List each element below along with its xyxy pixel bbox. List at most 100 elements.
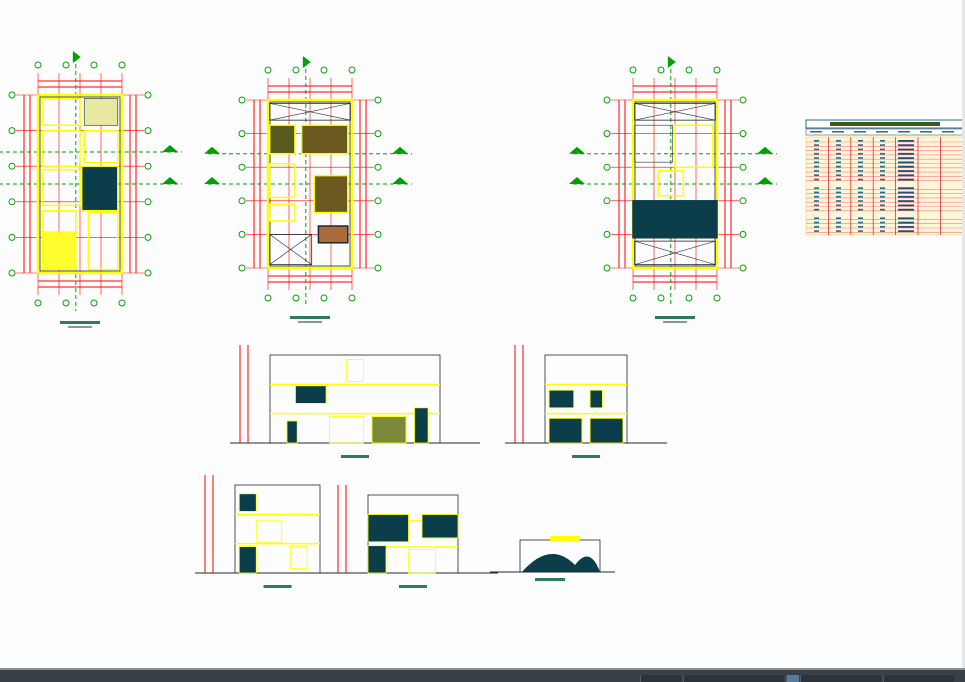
table-cell	[898, 170, 914, 172]
grid-bubble	[34, 299, 42, 307]
table-cell	[814, 157, 819, 159]
table-cell	[814, 178, 819, 181]
grid-bubble	[8, 127, 16, 135]
drawing-title-bar	[290, 316, 330, 319]
room	[41, 97, 81, 127]
table-cell	[880, 226, 885, 228]
section-arrow-icon	[757, 177, 773, 184]
table-cell	[880, 208, 885, 211]
table-cell	[858, 152, 863, 155]
table-cell	[814, 217, 819, 219]
table-cell	[836, 148, 841, 151]
cad-drawing-canvas[interactable]	[0, 0, 965, 668]
grid-bubble	[8, 162, 16, 170]
table-cell	[836, 170, 841, 172]
table-cell	[814, 230, 819, 232]
table-cell	[814, 140, 819, 142]
table-cell	[814, 221, 819, 224]
exterior-wall	[36, 93, 124, 275]
table-header-cell	[810, 131, 822, 133]
table-cell	[814, 148, 819, 151]
cross-section-2	[328, 485, 498, 588]
status-bar-button[interactable]	[640, 675, 681, 682]
drawing-title-bar	[572, 455, 600, 458]
drawing-title-bar	[341, 455, 369, 458]
grid-bubble	[629, 66, 637, 74]
table-cell	[814, 152, 819, 155]
table-cell	[898, 221, 914, 224]
table-cell	[898, 140, 914, 142]
room	[674, 124, 714, 168]
table-cell	[898, 174, 914, 177]
scrollbar-right[interactable]	[962, 0, 965, 668]
status-bar-button[interactable]	[683, 675, 784, 682]
table-cell	[898, 195, 914, 198]
table-title	[830, 122, 940, 126]
section-arrow-icon	[162, 177, 178, 184]
grid-bubble	[8, 91, 16, 99]
exterior-wall	[266, 98, 354, 270]
status-bar-button[interactable]	[883, 675, 954, 682]
section-arrow-icon	[392, 177, 408, 184]
building-element	[346, 358, 364, 382]
grid-bubble	[118, 61, 126, 69]
table-cell	[858, 140, 863, 142]
table-header-cell	[942, 131, 954, 133]
terrain-fill	[522, 554, 600, 572]
room	[268, 203, 296, 222]
section-arrow-icon	[204, 146, 220, 154]
table-cell	[814, 208, 819, 211]
grid-bubble	[685, 294, 693, 302]
room	[41, 169, 81, 207]
table-cell	[880, 191, 885, 194]
room	[268, 124, 296, 155]
building-element	[421, 514, 459, 539]
table-cell	[898, 157, 914, 159]
table-cell	[880, 157, 885, 159]
room	[268, 163, 296, 199]
room	[313, 174, 349, 214]
table-cell	[898, 178, 914, 181]
grid-bubble	[118, 299, 126, 307]
building-element	[367, 514, 409, 543]
grid-bubble	[8, 198, 16, 206]
room	[80, 165, 119, 212]
table-cell	[858, 187, 863, 189]
grid-bubble	[90, 299, 98, 307]
grid-bubble	[657, 294, 665, 302]
table-cell	[880, 165, 885, 168]
grid-bubble	[374, 264, 382, 272]
grid-bubble	[629, 294, 637, 302]
table-cell	[880, 170, 885, 172]
grid-bubble	[144, 233, 152, 241]
void-area	[634, 102, 716, 121]
table-cell	[836, 208, 841, 211]
table-cell	[836, 191, 841, 194]
table-cell	[898, 148, 914, 151]
grid-bubble	[739, 230, 747, 238]
grid-bubble	[685, 66, 693, 74]
grid-bubble	[657, 66, 665, 74]
building-element	[589, 389, 603, 409]
drawing-title-bar	[263, 585, 292, 588]
table-cell	[880, 140, 885, 142]
table-cell	[836, 144, 841, 146]
grid-bubble	[62, 299, 70, 307]
grid-bubble	[144, 269, 152, 277]
table-cell	[898, 200, 914, 202]
status-bar-button[interactable]	[800, 675, 881, 682]
grid-bubble	[374, 230, 382, 238]
cross-section-1	[195, 475, 360, 588]
void-area	[634, 240, 716, 266]
building-element	[548, 417, 583, 444]
table-cell	[898, 208, 914, 211]
north-arrow-icon	[72, 51, 81, 63]
table-cell	[836, 152, 841, 155]
status-bar-button[interactable]	[786, 675, 799, 682]
table-cell	[836, 221, 841, 224]
grid-bubble	[144, 127, 152, 135]
table-body	[805, 136, 964, 236]
drawing-title-bar	[60, 321, 100, 324]
table-cell	[814, 191, 819, 194]
grid-bubble	[603, 264, 611, 272]
